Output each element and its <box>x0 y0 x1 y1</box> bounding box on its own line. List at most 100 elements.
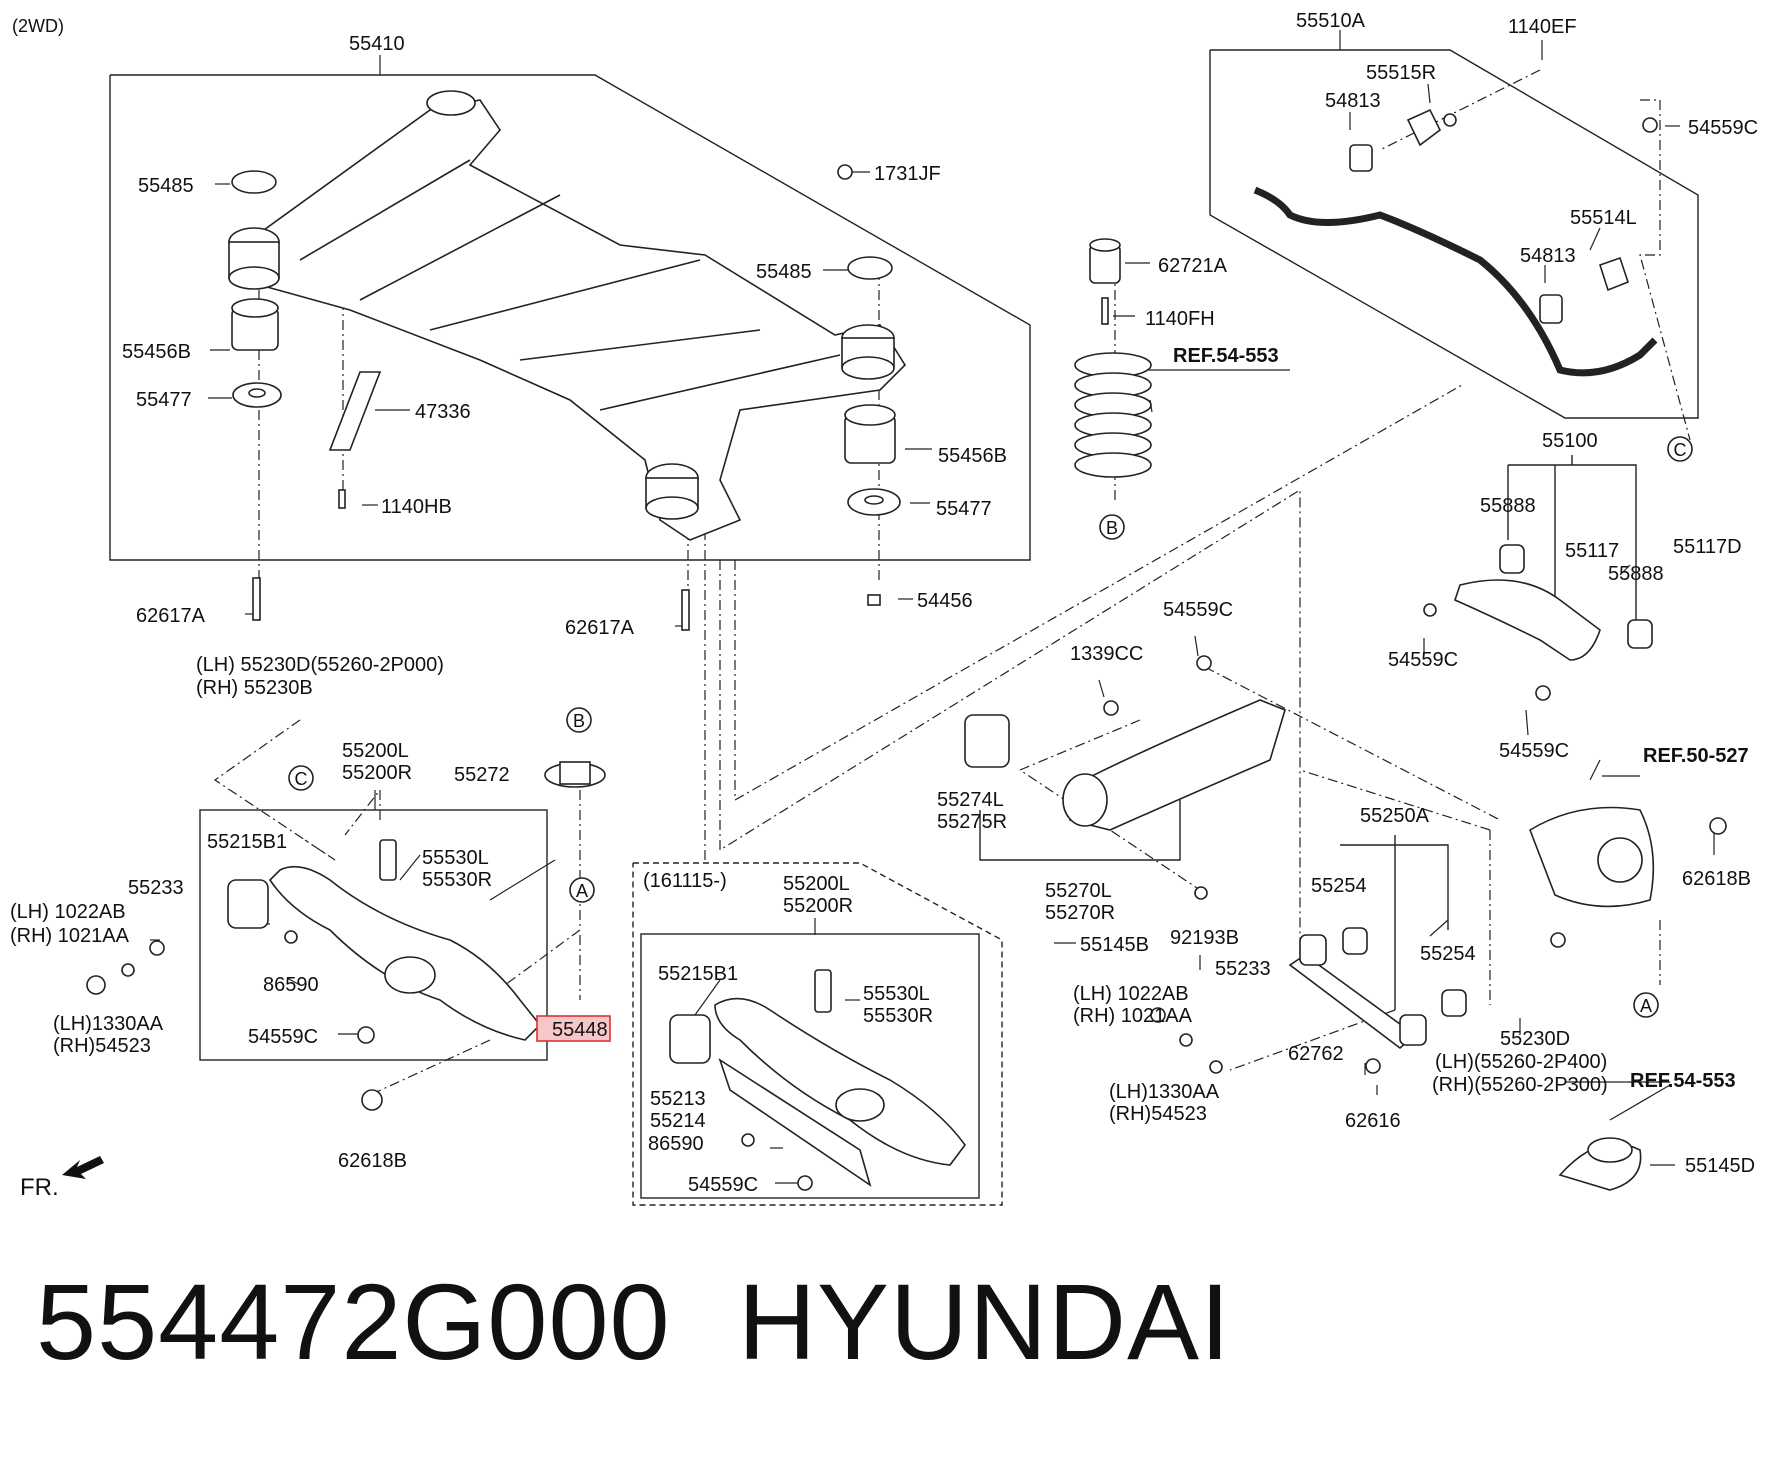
label-55477-left: 55477 <box>136 389 192 411</box>
label-rh-55260-2p300: (RH)(55260-2P300) <box>1432 1074 1608 1096</box>
label-55477-right: 55477 <box>936 498 992 520</box>
label-1140fh: 1140FH <box>1145 308 1215 330</box>
label-47336: 47336 <box>415 401 471 423</box>
label-55213: 55213 <box>650 1088 706 1110</box>
part-number-caption: 554472G000 <box>36 1261 671 1382</box>
label-ref54553-top: REF.54-553 <box>1173 345 1279 367</box>
subframe-box <box>109 74 1031 561</box>
callout-circle-b1 <box>1099 514 1125 540</box>
label-54559c-inset: 54559C <box>688 1174 758 1196</box>
label-54813-top: 54813 <box>1325 90 1381 112</box>
lower-arm-inset-part <box>714 997 966 1166</box>
label-62616: 62616 <box>1345 1110 1401 1132</box>
label-55530r-b: 55530R <box>863 1005 933 1027</box>
label-lh-55260-2p400: (LH)(55260-2P400) <box>1435 1051 1607 1073</box>
callout-a1: A <box>576 881 588 901</box>
label-92193b: 92193B <box>1170 927 1239 949</box>
highlight-box <box>536 1015 611 1042</box>
label-55254-top: 55254 <box>1311 875 1367 897</box>
label-55456b-left: 55456B <box>122 341 191 363</box>
label-55274l: 55274L <box>937 789 1004 811</box>
lower-arm-box <box>199 809 548 1061</box>
label-55270r: 55270R <box>1045 902 1115 924</box>
label-55145d: 55145D <box>1685 1155 1755 1177</box>
label-rh-54523-left: (RH)54523 <box>53 1035 151 1057</box>
label-55200r-b: 55200R <box>783 895 853 917</box>
label-rh-54523-mid: (RH)54523 <box>1109 1103 1207 1125</box>
front-label: FR. <box>20 1174 59 1201</box>
label-1339cc: 1339CC <box>1070 643 1143 665</box>
label-55514l: 55514L <box>1570 207 1637 229</box>
label-55515r: 55515R <box>1366 62 1436 84</box>
callout-c1: C <box>1674 440 1687 460</box>
label-ref54553-bottom: REF.54-553 <box>1630 1070 1736 1092</box>
label-55270l: 55270L <box>1045 880 1112 902</box>
callout-b1: B <box>1106 518 1118 538</box>
label-55456b-right: 55456B <box>938 445 1007 467</box>
label-55117: 55117 <box>1565 540 1619 562</box>
label-lh-1330aa-mid: (LH)1330AA <box>1109 1081 1220 1103</box>
label-55200r-a: 55200R <box>342 762 412 784</box>
label-rh-55230b: (RH) 55230B <box>196 677 313 699</box>
inset-inner-box <box>640 933 980 1199</box>
lower-arm-part <box>268 865 542 1041</box>
label-55485-right: 55485 <box>756 261 812 283</box>
upper-arm-part <box>1454 579 1601 661</box>
trailing-arm-part <box>1064 699 1286 831</box>
label-55215b1-a: 55215B1 <box>207 831 287 853</box>
brand-caption: HYUNDAI <box>738 1261 1232 1382</box>
label-86590-a: 86590 <box>263 974 319 996</box>
label-55233-left: 55233 <box>128 877 184 899</box>
part-sketches <box>86 90 1727 1191</box>
label-ref50527: REF.50-527 <box>1643 745 1749 767</box>
label-54559c-left: 54559C <box>248 1026 318 1048</box>
label-55250a: 55250A <box>1360 805 1430 827</box>
label-rh-1021aa-mid: (RH) 1021AA <box>1073 1005 1193 1027</box>
callout-circle-a1 <box>569 877 595 903</box>
label-55233-mid: 55233 <box>1215 958 1271 980</box>
label-55272: 55272 <box>454 764 510 786</box>
label-1140hb: 1140HB <box>381 496 452 518</box>
label-lh-55230d: (LH) 55230D(55260-2P000) <box>196 654 444 676</box>
label-54559c-top: 54559C <box>1688 117 1758 139</box>
label-lh-1022ab-mid: (LH) 1022AB <box>1073 983 1189 1005</box>
inset-dashed-box <box>632 862 1003 1206</box>
label-55200l-b: 55200L <box>783 873 850 895</box>
label-62618b-right: 62618B <box>1682 868 1751 890</box>
label-62721a: 62721A <box>1158 255 1228 277</box>
label-55530l-b: 55530L <box>863 983 930 1005</box>
label-55200l-a: 55200L <box>342 740 409 762</box>
label-55888-bottom: 55888 <box>1608 563 1664 585</box>
label-55215b1-b: 55215B1 <box>658 963 738 985</box>
label-55410: 55410 <box>349 33 405 55</box>
label-55510a: 55510A <box>1296 10 1366 32</box>
label-55448-highlighted: 55448 <box>552 1019 608 1041</box>
label-55100: 55100 <box>1542 430 1598 452</box>
bracket-55100 <box>1508 464 1637 635</box>
label-62617a-left: 62617A <box>136 605 206 627</box>
callout-circle-c1 <box>1667 436 1693 462</box>
label-55145b: 55145B <box>1080 934 1149 956</box>
label-54559c-mid: 54559C <box>1163 599 1233 621</box>
label-62617a-mid: 62617A <box>565 617 635 639</box>
label-55117d: 55117D <box>1673 536 1742 558</box>
label-1731jf: 1731JF <box>874 163 941 185</box>
label-55485-left: 55485 <box>138 175 194 197</box>
label-54456: 54456 <box>917 590 973 612</box>
label-55230d-right: 55230D <box>1500 1028 1570 1050</box>
label-62762: 62762 <box>1288 1043 1344 1065</box>
label-rh-1021aa-left: (RH) 1021AA <box>10 925 130 947</box>
label-54813-mid: 54813 <box>1520 245 1576 267</box>
label-55530l-a: 55530L <box>422 847 489 869</box>
label-54559c-r2: 54559C <box>1499 740 1569 762</box>
label-55888-top: 55888 <box>1480 495 1536 517</box>
label-55530r-a: 55530R <box>422 869 492 891</box>
subframe-part <box>249 99 907 541</box>
callout-c2: C <box>295 769 308 789</box>
coil-spring <box>1074 352 1152 478</box>
callout-a2: A <box>1640 996 1652 1016</box>
callout-circle-a2 <box>1633 992 1659 1018</box>
label-lh-1022ab-left: (LH) 1022AB <box>10 901 126 923</box>
